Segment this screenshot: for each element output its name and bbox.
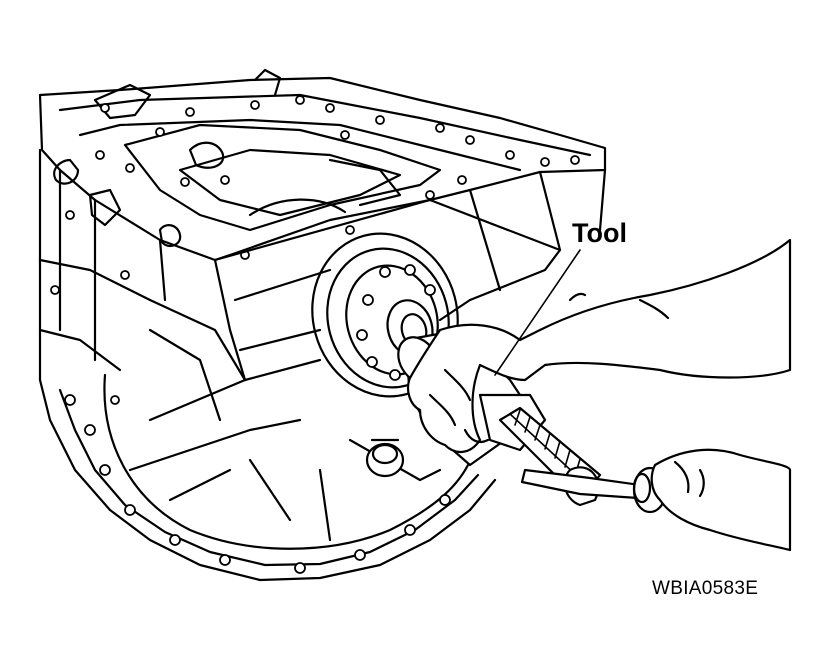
flange-bolt-holes — [356, 264, 436, 381]
engine-block-top — [38, 68, 607, 382]
hand-right — [650, 448, 792, 552]
hand-left — [406, 238, 792, 453]
housing-bolt-holes — [64, 394, 451, 574]
tool-leader-line — [494, 249, 581, 376]
rail-bolt-holes — [50, 95, 580, 295]
tool-label: Tool — [572, 218, 627, 248]
figure-code: WBIA0583E — [652, 578, 759, 599]
bell-housing — [38, 328, 497, 582]
